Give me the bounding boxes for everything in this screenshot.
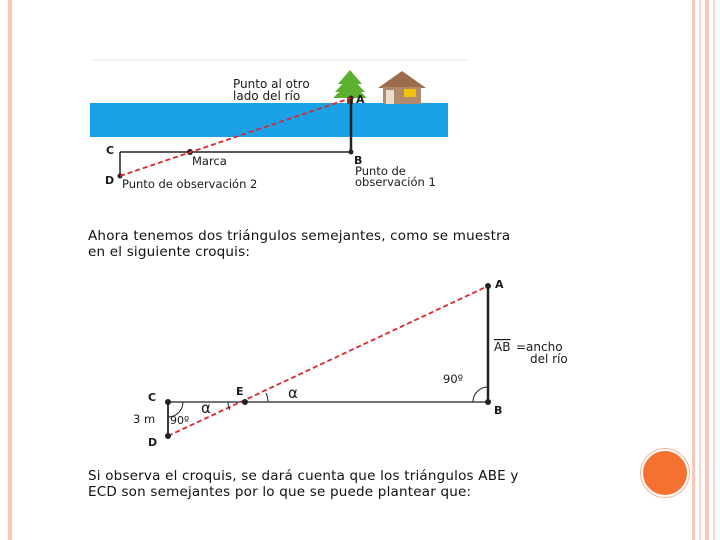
point-a	[485, 283, 491, 289]
label-side-cd: 3 m	[133, 412, 155, 426]
label-d: D	[148, 436, 157, 449]
label-alpha-left: α	[201, 399, 211, 417]
label-ab-segment: AB	[494, 340, 510, 354]
frame-stripe-3	[705, 0, 709, 540]
label-obs2: Punto de observación 2	[122, 177, 257, 191]
frame-stripe-2	[699, 0, 701, 540]
frame-stripe-4	[713, 0, 715, 540]
angle-arc-b	[472, 386, 489, 403]
label-a: A	[495, 278, 504, 291]
label-d-top: D	[105, 174, 114, 187]
label-a-top: A	[356, 93, 365, 106]
label-far-point: Punto al otro	[233, 77, 310, 91]
paragraph-1: Ahora tenemos dos triángulos semejantes,…	[88, 228, 510, 260]
label-angle-b: 90º	[443, 372, 463, 386]
point-b-top	[348, 149, 354, 155]
angle-arc-e-right	[265, 392, 269, 403]
point-d	[165, 433, 171, 439]
label-angle-c: 90º	[170, 414, 189, 427]
label-b-top: B	[354, 154, 362, 167]
label-ab-width: =ancho	[516, 340, 563, 354]
point-e	[242, 399, 248, 405]
label-obs1-2: observación 1	[355, 175, 436, 189]
river	[90, 103, 448, 137]
label-b: B	[494, 404, 502, 417]
angle-arc-e-left	[227, 401, 231, 411]
label-alpha-right: α	[288, 384, 298, 402]
label-c: C	[148, 391, 156, 404]
point-c	[165, 399, 171, 405]
paragraph-1-line-1: Ahora tenemos dos triángulos semejantes,…	[88, 228, 511, 244]
angle-arc-c	[167, 401, 184, 418]
sight-line	[167, 285, 489, 437]
frame-stripe-1	[692, 0, 695, 540]
label-ab-width-2: del río	[530, 352, 568, 366]
house-icon	[378, 71, 426, 104]
frame-stripe-left	[8, 0, 12, 540]
label-mark: Marca	[192, 154, 227, 168]
label-e: E	[236, 385, 244, 398]
label-c-top: C	[106, 144, 114, 157]
paragraph-1-line-2: en el siguiente croquis:	[88, 244, 251, 260]
paragraph-2-line-2: ECD son semejantes por lo que se puede p…	[88, 484, 472, 500]
paragraph-2: Si observa el croquis, se dará cuenta qu…	[88, 468, 519, 500]
label-obs1: Punto de	[355, 164, 406, 178]
paragraph-2-line-1: Si observa el croquis, se dará cuenta qu…	[88, 468, 519, 484]
label-far-point-2: lado del río	[233, 89, 300, 103]
point-b	[485, 399, 491, 405]
accent-circle	[641, 449, 689, 497]
sight-line-top	[119, 97, 352, 177]
